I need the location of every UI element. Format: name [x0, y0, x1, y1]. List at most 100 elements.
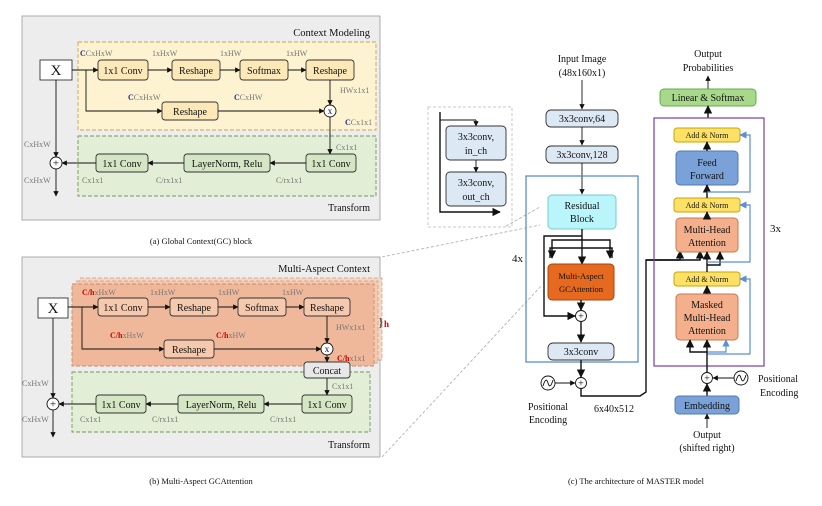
caption-b: (b) Multi-Aspect GCAttention	[149, 476, 253, 486]
masked-mha-label-3: Attention	[688, 326, 726, 337]
sine-wave-icon	[542, 379, 554, 387]
conv1x1-label-2: 1x1 Conv	[311, 159, 350, 170]
repeat-4x-label: 4x	[512, 253, 524, 265]
add-symbol: +	[53, 158, 59, 170]
output-prob-label-2: Probabilities	[683, 63, 734, 74]
encoder-add-symbol: +	[578, 312, 584, 323]
dim-label: CxHxW	[24, 140, 51, 149]
matmul-symbol-b: x	[325, 344, 330, 354]
mha-label-1: Multi-Head	[684, 225, 731, 236]
matmul-symbol: x	[328, 106, 333, 116]
transform-title: Transform	[328, 203, 370, 214]
layernorm-label-b: LayerNorm, Relu	[186, 400, 257, 411]
dim-label: 1xHxW	[150, 288, 176, 297]
reshape-label-b1: Reshape	[177, 303, 211, 314]
dim-label: CxHxW	[24, 176, 51, 185]
dim-label: Cx1x1	[336, 143, 357, 152]
addnorm-label-1: Add & Norm	[686, 131, 729, 140]
dim-label: HWx1x1	[336, 323, 365, 332]
dim-label: C/hxHxW	[110, 331, 144, 340]
h-label: h	[384, 319, 389, 329]
dim-label: HWx1x1	[340, 86, 369, 95]
pos-enc-right-1: Positional	[758, 374, 798, 385]
dim-label: CxHxW	[22, 379, 49, 388]
inset-conv-label-2b: out_ch	[462, 192, 489, 203]
residual-block-label-2: Block	[570, 214, 594, 225]
masked-mha-label-1: Masked	[691, 300, 723, 311]
add-symbol-b: +	[50, 399, 56, 411]
decoder-pos-add-symbol: +	[704, 374, 710, 385]
addnorm-label-2: Add & Norm	[686, 201, 729, 210]
output-prob-label-1: Output	[694, 49, 722, 60]
caption-c: (c) The architecture of MASTER model	[568, 476, 705, 486]
multi-aspect-title: Multi-Aspect Context	[278, 264, 370, 275]
dim-label: 1xHW	[220, 49, 242, 58]
mha-label-2: Attention	[688, 238, 726, 249]
inset-conv-label-2: 3x3conv,	[458, 178, 494, 189]
dim-label: 1xHW	[282, 288, 304, 297]
zoom-connector	[505, 206, 541, 227]
reshape-label-1: Reshape	[179, 66, 213, 77]
zoom-connector	[381, 284, 543, 458]
shifted-output-label-2: (shifted right)	[679, 443, 734, 454]
concat-label: Concat	[313, 366, 342, 377]
dim-label: Cx1x1	[82, 176, 103, 185]
linear-softmax-label: Linear & Softmax	[672, 93, 745, 104]
dim-label: CxHxW	[22, 415, 49, 424]
transform-title-b: Transform	[328, 440, 370, 451]
context-modeling-title: Context Modeling	[293, 28, 370, 39]
masked-mha-label-2: Multi-Head	[684, 313, 731, 324]
decoder-frame	[653, 117, 765, 367]
conv1x1-label-b2: 1x1 Conv	[307, 400, 346, 411]
input-x-label: X	[51, 63, 62, 79]
dim-label: Cx1x1	[332, 382, 353, 391]
inset-conv-label-1b: in_ch	[465, 146, 487, 157]
feature-size-label: 6x40x512	[594, 404, 634, 415]
encoder-pos-add-symbol: +	[578, 379, 584, 390]
residual-block-label-1: Residual	[565, 201, 600, 212]
conv3x3-label: 3x3conv	[564, 347, 598, 358]
input-image-label: Input Image	[558, 54, 607, 65]
dim-label: CCx1x1	[345, 118, 372, 127]
dim-label: 1xHW	[218, 288, 240, 297]
h-brace-label: }	[378, 315, 384, 329]
sine-wave-icon-right	[735, 374, 747, 382]
conv1x1-label: 1x1 Conv	[103, 66, 142, 77]
input-x-label-b: X	[48, 301, 59, 317]
softmax-label-b: Softmax	[245, 303, 279, 314]
shifted-output-label-1: Output	[693, 430, 721, 441]
dim-label: C/rx1x1	[276, 176, 302, 185]
dim-label: C/rx1x1	[270, 415, 296, 424]
dim-label: CCxHxW	[80, 49, 113, 58]
dim-label: C/hx1x1	[337, 354, 365, 363]
pos-enc-right-2: Encoding	[760, 388, 798, 399]
pos-enc-left-2: Encoding	[529, 415, 567, 426]
layernorm-label: LayerNorm, Relu	[192, 159, 263, 170]
encoder-frame	[525, 175, 639, 363]
reshape-label-b3: Reshape	[172, 345, 206, 356]
dim-label: CCxHW	[234, 93, 263, 102]
input-image-size: (48x160x1)	[559, 68, 606, 79]
reshape-label-b2: Reshape	[310, 303, 344, 314]
reshape-label-2: Reshape	[313, 66, 347, 77]
gcattention-box	[547, 263, 615, 301]
conv64-label: 3x3conv,64	[559, 114, 605, 125]
residual-inset-frame	[427, 106, 513, 228]
panel-master: 3x3conv, in_ch 3x3conv, out_ch Input Ima…	[427, 49, 798, 454]
conv1x1-label-b3: 1x1 Conv	[101, 400, 140, 411]
repeat-3x-label: 3x	[770, 223, 782, 235]
conv1x1-label-b: 1x1 Conv	[103, 303, 142, 314]
softmax-label: Softmax	[247, 66, 281, 77]
inset-conv-label-1: 3x3conv,	[458, 132, 494, 143]
panel-multi-aspect: Multi-Aspect Context Transform X 1x1 Con…	[21, 256, 389, 458]
reshape-label-3: Reshape	[173, 107, 207, 118]
dim-label: CCxHxW	[128, 93, 161, 102]
gcattention-label-1: Multi-Aspect	[558, 271, 604, 281]
dim-label: C/hxHW	[216, 331, 246, 340]
zoom-connector	[381, 224, 541, 258]
gcattention-label-2: GCAttention	[559, 284, 604, 294]
embedding-label: Embedding	[684, 401, 730, 412]
conv128-label: 3x3conv,128	[556, 150, 607, 161]
dim-label: C/hxHxW	[82, 288, 116, 297]
dim-label: C/rx1x1	[152, 415, 178, 424]
